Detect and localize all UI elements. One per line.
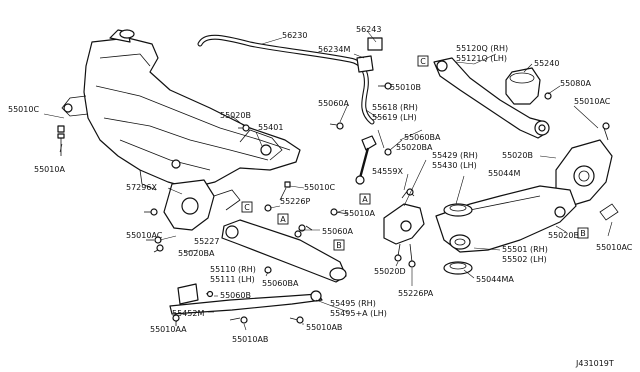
callout-c-mid-text: C: [244, 203, 250, 212]
label-55020b-3: 55020B: [548, 231, 579, 240]
callout-a-lower-text: A: [280, 215, 286, 224]
stabilizer-bar: [197, 34, 392, 125]
label-55020ba: 55020BA: [396, 143, 433, 152]
diagram-id: J431019T: [575, 359, 614, 368]
label-55110: 55110 (RH): [210, 265, 256, 274]
label-55010ac-right: 55010AC: [574, 97, 611, 106]
lower-link-right: [435, 185, 577, 253]
label-55010aa: 55010AA: [150, 325, 187, 334]
label-55010ab-1: 55010AB: [232, 335, 268, 344]
label-55010b: 55010B: [390, 83, 421, 92]
label-55240: 55240: [534, 59, 559, 68]
label-55226pa: 55226PA: [398, 289, 434, 298]
label-55010c: 55010C: [8, 105, 39, 114]
label-55020b-2: 55020B: [502, 151, 533, 160]
label-55044m: 55044M: [488, 169, 520, 178]
label-55080a: 55080A: [560, 79, 591, 88]
label-56230: 56230: [282, 31, 307, 40]
label-55020b-1: 55020B: [220, 111, 251, 120]
label-55429: 55429 (RH): [432, 151, 478, 160]
label-55010c-2: 55010C: [304, 183, 335, 192]
callout-b-right-text: B: [580, 229, 586, 238]
label-55060a-2: 55060A: [322, 227, 353, 236]
callout-c-top-text: C: [420, 57, 426, 66]
label-55430: 55430 (LH): [432, 161, 477, 170]
label-55121q: 55121Q (LH): [456, 54, 507, 63]
label-56243: 56243: [356, 25, 381, 34]
label-55044ma: 55044MA: [476, 275, 514, 284]
label-55452m: 55452M: [172, 309, 204, 318]
label-55060ba-2: 55060BA: [262, 279, 299, 288]
label-55010ab-2: 55010AB: [306, 323, 342, 332]
label-55010a-top: 55010A: [34, 165, 65, 174]
part-labels: 56230 56243 56234M 55010B 55120Q (RH) 55…: [8, 25, 633, 368]
label-55020ba-2: 55020BA: [178, 249, 215, 258]
radius-rod-bracket: [383, 188, 425, 268]
callout-box-a-mid: A: [359, 193, 371, 205]
label-55401: 55401: [258, 123, 283, 132]
lower-link-left: [221, 219, 347, 283]
upper-link: [433, 57, 550, 139]
callout-b-left-text: B: [336, 241, 342, 250]
label-57296x: 57296X: [126, 183, 157, 192]
label-55226p: 55226P: [280, 197, 310, 206]
toe-link: [169, 283, 323, 326]
callout-box-b-right: B: [577, 227, 589, 239]
rear-knuckle-left: [144, 159, 241, 231]
label-55120q: 55120Q (RH): [456, 44, 508, 53]
label-55060ba: 55060BA: [404, 133, 441, 142]
label-55010ac-3: 55010AC: [596, 243, 633, 252]
label-55010ac-left: 55010AC: [126, 231, 163, 240]
label-54559x: 54559X: [372, 167, 403, 176]
label-55495a: 55495+A (LH): [330, 309, 387, 318]
callout-box-a-lower: A: [277, 213, 289, 225]
callout-a-mid-text: A: [362, 195, 368, 204]
label-56234m: 56234M: [318, 45, 350, 54]
fasteners: [57, 124, 349, 253]
callout-box-b-left: B: [333, 239, 345, 251]
label-55010a-2: 55010A: [344, 209, 375, 218]
leader-lines: [43, 31, 613, 331]
label-55020d: 55020D: [374, 267, 406, 276]
stabilizer-link: [329, 122, 392, 185]
callout-box-c-mid: C: [241, 201, 253, 213]
label-55111: 55111 (LH): [210, 275, 255, 284]
callout-box-c-top: C: [417, 55, 429, 67]
label-55501: 55501 (RH): [502, 245, 548, 254]
label-55495: 55495 (RH): [330, 299, 376, 308]
bound-bumper: [505, 67, 552, 105]
label-55619: 55619 (LH): [372, 113, 417, 122]
label-55227: 55227: [194, 237, 219, 246]
label-55502: 55502 (LH): [502, 255, 547, 264]
label-55060b: 55060B: [220, 291, 251, 300]
label-55618: 55618 (RH): [372, 103, 418, 112]
label-55060a-1: 55060A: [318, 99, 349, 108]
